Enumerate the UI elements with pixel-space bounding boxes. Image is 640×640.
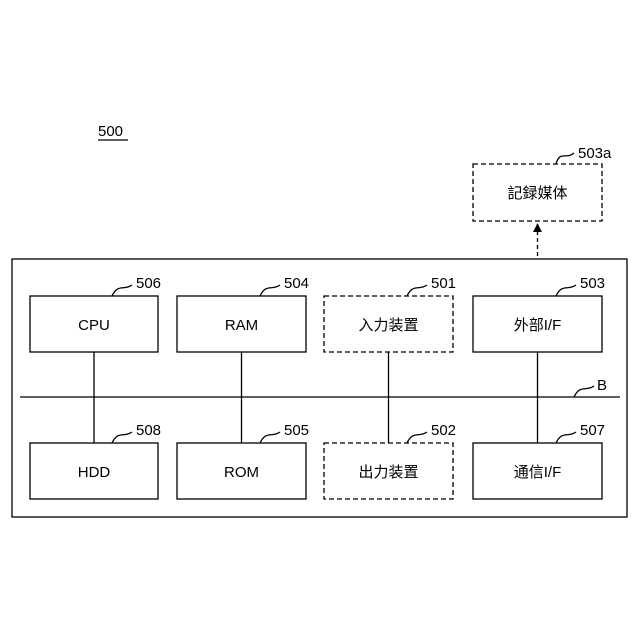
communication-if-ref: 507 (580, 422, 605, 439)
recording-medium-ref: 503a (578, 145, 612, 162)
hdd-label: HDD (78, 464, 111, 481)
cpu-label: CPU (78, 317, 110, 334)
cpu-ref: 506 (136, 275, 161, 292)
figure-label: 500 (98, 123, 123, 140)
output-device-label: 出力装置 (358, 464, 418, 481)
external-if-ref: 503 (580, 275, 605, 292)
recording-medium-label: 記録媒体 (507, 185, 567, 202)
hdd-ref: 508 (136, 422, 161, 439)
ram-label: RAM (225, 317, 258, 334)
input-device-ref: 501 (431, 275, 456, 292)
rom-ref: 505 (284, 422, 309, 439)
ram-ref: 504 (284, 275, 309, 292)
recording-medium-leader (556, 153, 574, 164)
rom-label: ROM (224, 464, 259, 481)
input-device-label: 入力装置 (358, 317, 418, 334)
external-if-label: 外部I/F (514, 317, 562, 334)
bus-label: B (597, 377, 607, 394)
communication-if-label: 通信I/F (514, 464, 562, 481)
output-device-ref: 502 (431, 422, 456, 439)
